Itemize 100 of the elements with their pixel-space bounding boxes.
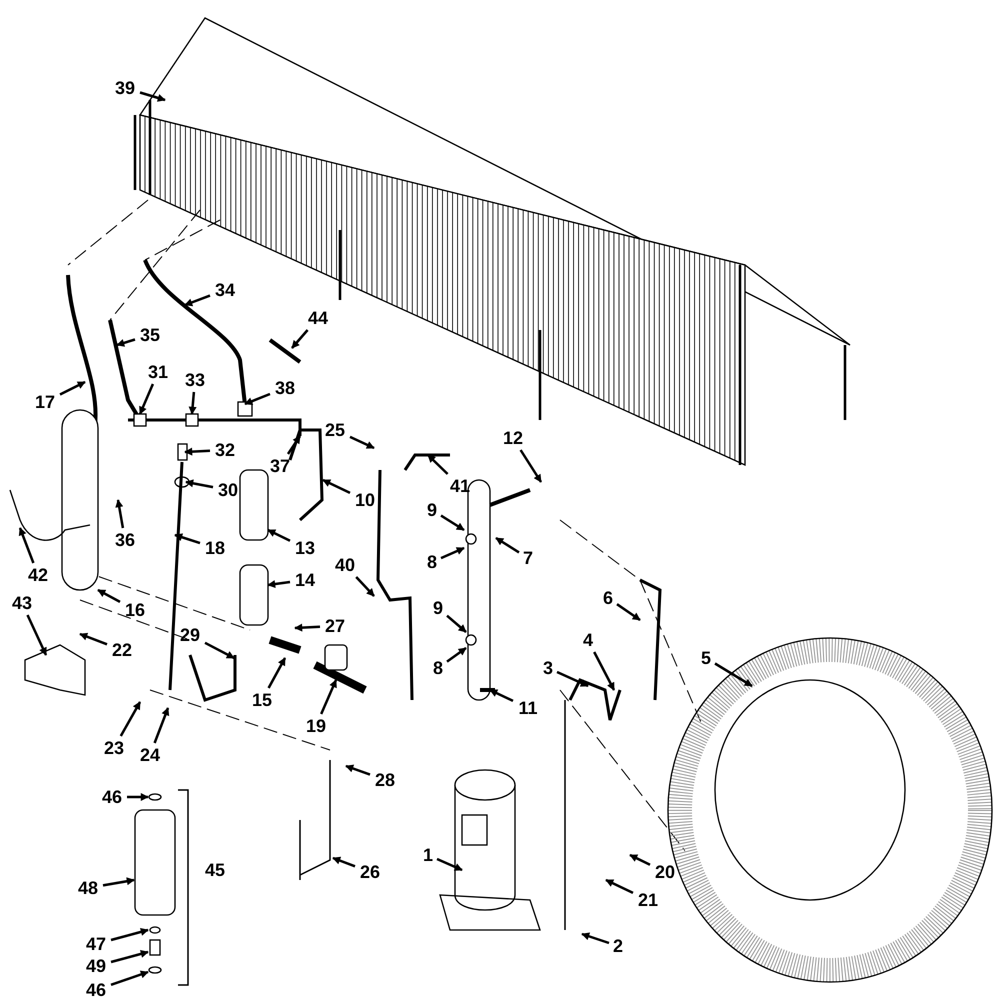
callout-number: 19 bbox=[306, 715, 326, 737]
leader-arrow bbox=[440, 514, 465, 532]
leader-arrow bbox=[427, 454, 448, 475]
leader-arrow bbox=[26, 614, 48, 656]
callout-number: 12 bbox=[502, 427, 524, 449]
leader-arrow bbox=[110, 970, 149, 986]
callout-number: 14 bbox=[294, 569, 316, 591]
callout-number: 1 bbox=[423, 844, 433, 866]
leader-arrow bbox=[268, 657, 286, 689]
callout-number: 40 bbox=[334, 554, 356, 576]
leader-arrow bbox=[115, 499, 124, 528]
leader-arrow bbox=[581, 932, 610, 944]
callout-number: 18 bbox=[204, 537, 226, 559]
callout-number: 17 bbox=[34, 391, 56, 413]
callout-number: 29 bbox=[180, 624, 200, 646]
callout-number: 5 bbox=[701, 647, 711, 669]
callout-number: 46 bbox=[102, 786, 122, 808]
leader-arrow bbox=[629, 854, 651, 866]
leader-arrow bbox=[79, 632, 108, 646]
leader-arrow bbox=[184, 448, 210, 456]
leader-arrow bbox=[59, 380, 86, 396]
leader-arrow bbox=[138, 384, 154, 415]
leader-arrow bbox=[140, 91, 166, 102]
callout-number: 35 bbox=[140, 324, 160, 346]
leader-arrow bbox=[102, 877, 135, 887]
leader-arrow bbox=[110, 928, 149, 942]
leader-arrow bbox=[286, 435, 302, 455]
callout-number: 46 bbox=[86, 979, 106, 1000]
callout-number: 21 bbox=[638, 889, 658, 911]
callout-number: 47 bbox=[86, 933, 106, 955]
callout-number: 20 bbox=[654, 861, 676, 883]
callout-number: 32 bbox=[214, 439, 236, 461]
leader-arrow bbox=[446, 614, 467, 633]
leader-arrow bbox=[18, 527, 35, 564]
leader-arrow bbox=[520, 449, 542, 483]
leader-arrow bbox=[355, 576, 375, 597]
leader-arrow bbox=[446, 646, 467, 663]
callout-number: 41 bbox=[450, 475, 470, 497]
callout-number: 2 bbox=[613, 935, 623, 957]
leader-arrow bbox=[436, 858, 463, 872]
callout-number: 45 bbox=[204, 859, 226, 881]
callout-number: 38 bbox=[274, 377, 296, 399]
callout-number: 23 bbox=[104, 737, 124, 759]
leader-arrow bbox=[349, 436, 375, 450]
leader-arrow bbox=[294, 624, 320, 632]
callout-number: 3 bbox=[543, 657, 553, 679]
leader-arrow bbox=[345, 764, 370, 776]
callout-number: 22 bbox=[112, 639, 132, 661]
callout-number: 44 bbox=[308, 307, 328, 329]
leader-arrow bbox=[332, 856, 356, 868]
leader-arrow bbox=[153, 707, 170, 744]
leader-arrow bbox=[127, 793, 149, 801]
leader-arrow bbox=[267, 580, 290, 588]
leader-arrow bbox=[120, 701, 142, 737]
callout-number: 27 bbox=[324, 615, 346, 637]
leader-arrow bbox=[556, 670, 589, 688]
leader-arrow bbox=[185, 479, 214, 488]
callout-number: 7 bbox=[523, 547, 533, 569]
callout-number: 16 bbox=[124, 599, 146, 621]
leader-arrow bbox=[184, 294, 210, 306]
leader-arrow bbox=[440, 546, 465, 560]
leader-arrow bbox=[97, 588, 121, 603]
leader-arrow bbox=[267, 528, 291, 542]
callout-number: 10 bbox=[354, 489, 376, 511]
callout-number: 26 bbox=[360, 861, 380, 883]
callout-number: 13 bbox=[294, 537, 316, 559]
callout-number: 9 bbox=[433, 597, 443, 619]
callout-number: 43 bbox=[12, 592, 32, 614]
callout-number: 6 bbox=[603, 587, 613, 609]
leader-arrow bbox=[593, 651, 616, 691]
callout-number: 34 bbox=[214, 279, 236, 301]
leader-arrow bbox=[616, 603, 641, 622]
callout-number: 33 bbox=[184, 369, 206, 391]
leader-arrow bbox=[204, 642, 235, 660]
callout-number: 31 bbox=[148, 361, 168, 383]
leader-arrow bbox=[291, 329, 309, 349]
callout-number: 24 bbox=[140, 744, 160, 766]
callout-number: 8 bbox=[433, 657, 443, 679]
leader-arrow bbox=[320, 679, 338, 714]
leader-arrow bbox=[188, 392, 197, 415]
callout-number: 25 bbox=[324, 419, 346, 441]
callout-number: 30 bbox=[218, 479, 238, 501]
leader-arrow bbox=[489, 688, 514, 702]
leader-arrow bbox=[244, 392, 270, 406]
callout-number: 49 bbox=[86, 955, 106, 977]
callout-number: 36 bbox=[114, 529, 136, 551]
callout-number: 15 bbox=[252, 689, 272, 711]
callout-number: 37 bbox=[270, 455, 290, 477]
callout-number: 4 bbox=[583, 629, 593, 651]
leader-arrow bbox=[116, 338, 136, 347]
leader-arrow bbox=[495, 536, 520, 554]
leader-arrow bbox=[110, 950, 149, 964]
callout-number: 48 bbox=[78, 877, 98, 899]
callout-number: 11 bbox=[518, 697, 538, 719]
callout-number: 28 bbox=[374, 769, 396, 791]
leader-arrow bbox=[605, 878, 634, 894]
callout-number: 8 bbox=[427, 551, 437, 573]
callout-number: 42 bbox=[28, 564, 48, 586]
callout-number: 39 bbox=[114, 77, 136, 99]
callout-number: 9 bbox=[427, 499, 437, 521]
